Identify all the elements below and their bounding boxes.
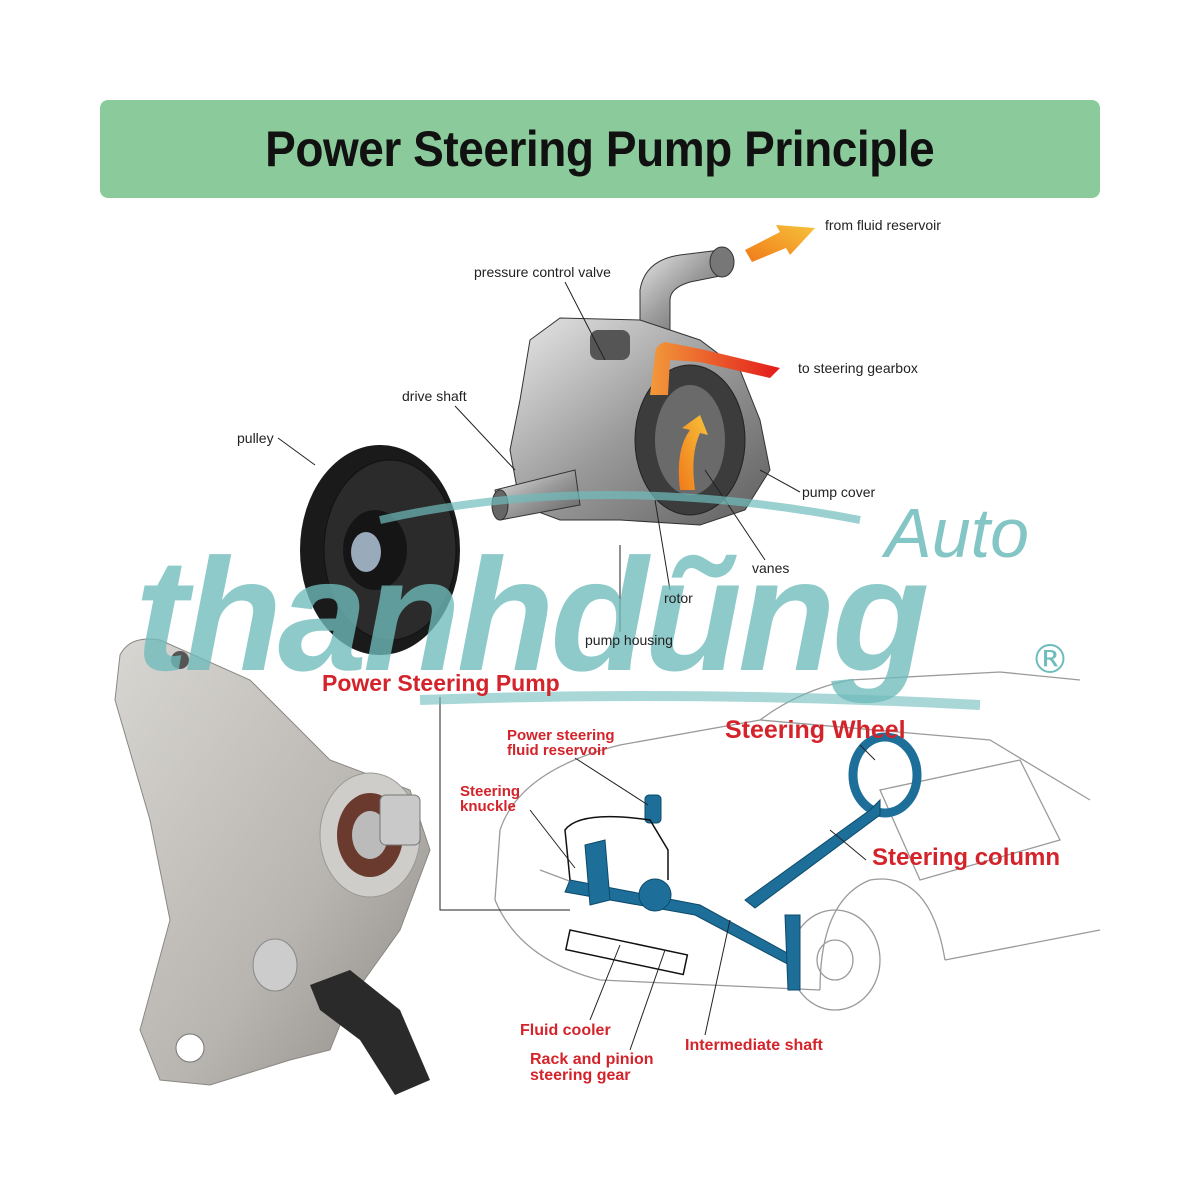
label-steering-column: Steering column	[872, 844, 1061, 871]
label-power-steering-pump: Power Steering Pump	[322, 670, 560, 696]
label-to-steering-gearbox: to steering gearbox	[798, 360, 918, 376]
car-outline-drawing	[494, 671, 1101, 1011]
watermark-swoosh	[379, 491, 861, 524]
label-vanes: vanes	[752, 560, 790, 576]
watermark-brand: thanhdũng	[135, 525, 929, 704]
label-rotor: rotor	[664, 590, 693, 606]
power-steering-pump-photo	[114, 638, 431, 1095]
watermark-underline	[419, 691, 981, 710]
pump-leader-lines	[277, 281, 801, 632]
label-pump-housing: pump housing	[585, 632, 673, 648]
title-banner: Power Steering Pump Principle	[100, 100, 1100, 198]
watermark-registered: ®	[1030, 637, 1070, 683]
label-fluid-reservoir: Power steering fluid reservoir	[507, 728, 615, 758]
label-intermediate-shaft: Intermediate shaft	[685, 1037, 823, 1054]
label-rack-and-pinion-line2: steering gear	[530, 1067, 631, 1084]
label-steering-knuckle: Steering knuckle	[460, 784, 520, 814]
label-steering-wheel: Steering Wheel	[725, 716, 906, 744]
fluid-lines-drawing	[564, 815, 689, 976]
label-pressure-control-valve: pressure control valve	[474, 264, 611, 280]
label-fluid-reservoir-line1: Power steering	[507, 727, 615, 744]
label-pump-cover: pump cover	[802, 484, 876, 500]
steering-system-drawing	[564, 732, 922, 991]
label-rack-and-pinion-line1: Rack and pinion	[530, 1051, 654, 1068]
label-steering-knuckle-line2: knuckle	[460, 798, 516, 815]
label-from-fluid-reservoir: from fluid reservoir	[825, 217, 941, 233]
pulley-drawing	[300, 445, 460, 655]
label-drive-shaft: drive shaft	[402, 388, 467, 404]
label-fluid-cooler: Fluid cooler	[520, 1022, 611, 1039]
label-fluid-reservoir-line2: fluid reservoir	[507, 742, 608, 759]
car-leader-lines	[439, 697, 876, 1051]
label-pulley: pulley	[237, 430, 274, 446]
label-steering-knuckle-line1: Steering	[460, 783, 521, 800]
label-rack-and-pinion: Rack and pinion steering gear	[530, 1052, 654, 1084]
watermark-auto: Auto	[885, 494, 1029, 572]
page-title: Power Steering Pump Principle	[265, 121, 935, 177]
